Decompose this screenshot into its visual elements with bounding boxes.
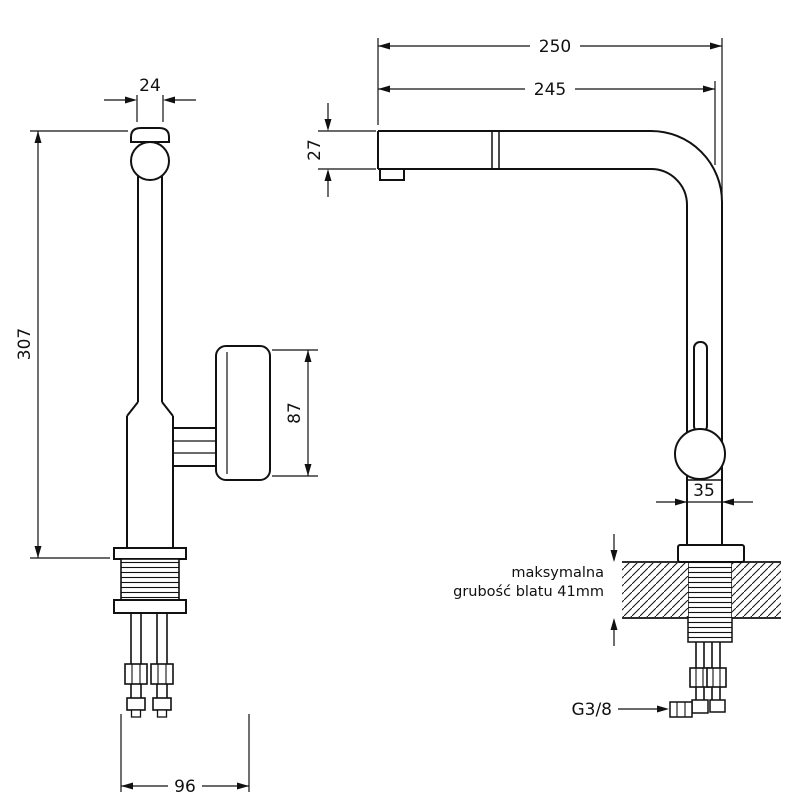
front-hex-nut-left (124, 663, 148, 685)
front-spout-connector (172, 427, 217, 467)
dim-spout-head-height-label: 27 (305, 139, 325, 161)
side-aerator (379, 168, 405, 181)
front-view-faucet-outline (113, 127, 271, 718)
side-view-faucet-outline (377, 130, 745, 718)
side-inner-profile (378, 168, 688, 545)
front-top-cap (130, 127, 170, 143)
side-view: maksymalna grubość blatu 41mm 250 245 (305, 37, 781, 720)
front-locknut (113, 599, 187, 614)
dim-spout-width-label: 24 (139, 76, 161, 96)
dim-250 (377, 38, 723, 196)
front-threaded-shank (120, 558, 180, 601)
front-view: 24 307 87 96 (15, 76, 318, 797)
countertop-thickness-arrows (610, 534, 618, 646)
countertop-note-line1: maksymalna (511, 565, 604, 581)
dim-pipe-width-label: 35 (693, 481, 715, 501)
dim-87 (272, 349, 318, 477)
front-ball-joint (130, 141, 170, 181)
side-outer-profile (378, 130, 723, 545)
dim-307 (30, 130, 128, 559)
dim-245 (378, 81, 716, 165)
countertop-section: maksymalna grubość blatu 41mm (453, 534, 781, 646)
front-hex-nut-right (150, 663, 174, 685)
dim-body-height-label: 87 (285, 402, 305, 424)
front-base-flange (113, 547, 187, 560)
front-spout-body (215, 345, 271, 481)
dim-35 (656, 498, 753, 506)
side-handle-ball (674, 428, 726, 480)
side-hex-nut-right (706, 667, 727, 688)
dim-24 (104, 95, 196, 122)
dim-96 (120, 714, 250, 792)
countertop-note-line2: grubość blatu 41mm (453, 584, 604, 600)
dim-total-depth-label: 250 (539, 37, 571, 57)
side-base-flange (677, 544, 745, 563)
thread-size-label: G3/8 (571, 700, 612, 720)
dim-base-depth-label: 96 (174, 777, 196, 797)
front-mounting-studs (130, 613, 168, 698)
dim-spout-reach-label: 245 (534, 80, 566, 100)
side-threaded-shank (687, 561, 733, 643)
dim-27 (318, 103, 376, 197)
side-lever-handle (693, 341, 708, 433)
dim-total-height-label: 307 (15, 328, 35, 360)
g38-callout (618, 705, 669, 713)
side-g38-fitting (669, 701, 693, 718)
side-hex-nut-left (689, 667, 710, 688)
